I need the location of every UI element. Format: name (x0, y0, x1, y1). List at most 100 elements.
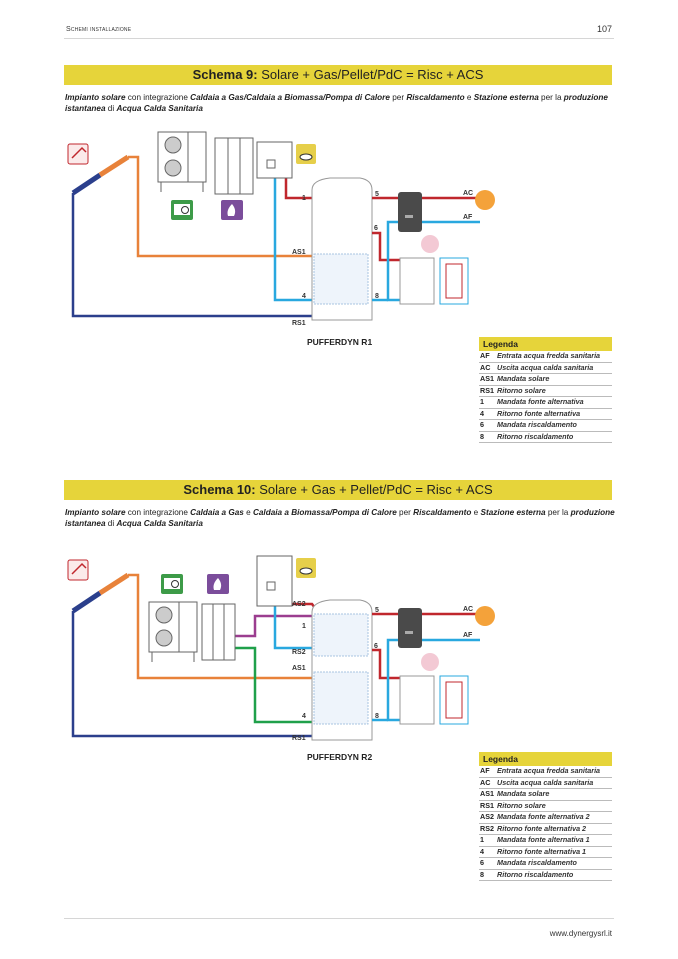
pipe-heating-flow (372, 231, 400, 262)
label-as1: AS1 (292, 249, 306, 256)
external-station (398, 608, 422, 648)
gas-boiler-unit (256, 141, 293, 179)
radiator-icon (421, 235, 439, 253)
description-text: per (396, 508, 414, 517)
schema-9-title-number: Schema 9: (192, 67, 258, 82)
pipe-cold-water (386, 220, 480, 302)
flame-icon (221, 200, 243, 220)
description-emphasis: produzione istantanea (65, 93, 608, 113)
legend-value: Ritorno riscaldamento (497, 869, 574, 879)
description-text: di (105, 519, 117, 528)
legend-value: Entrata acqua fredda sanitaria (497, 351, 601, 360)
label-4: 4 (302, 293, 306, 300)
shower-icon (475, 190, 495, 210)
heat-pump-icon (161, 574, 183, 594)
description-text: per la (545, 508, 571, 517)
label-5: 5 (375, 607, 379, 614)
schema-9-title: Schema 9: Solare + Gas/Pellet/PdC = Risc… (64, 65, 612, 85)
description-emphasis: Riscaldamento (413, 508, 472, 517)
pipe-biomass-flow (235, 614, 312, 638)
pipe-biomass-return (235, 646, 312, 724)
legend-value: Ritorno solare (497, 385, 546, 395)
biomass-boiler-unit (201, 603, 236, 661)
label-1: 1 (302, 195, 306, 202)
legend-value: Uscita acqua calda sanitaria (497, 362, 594, 372)
legend-key: AC (480, 777, 491, 787)
legend-value: Ritorno fonte alternativa 1 (497, 846, 587, 856)
description-emphasis: Impianto solare (65, 93, 126, 102)
schema-9-diagram: 1 5 6 AS1 4 8 RS1 AC AF (60, 130, 510, 330)
schema-10-title-text: Solare + Gas + Pellet/PdC = Risc + ACS (255, 482, 493, 497)
shower-icon (475, 606, 495, 626)
biomass-boiler-unit (214, 137, 254, 195)
description-emphasis: Acqua Calda Sanitaria (116, 104, 203, 113)
legend-key: 1 (480, 397, 484, 406)
pipe-solar-return (71, 193, 320, 318)
label-4: 4 (302, 713, 306, 720)
description-text: per (389, 93, 407, 102)
flame-icon (207, 574, 229, 594)
legend-key: 4 (480, 846, 484, 856)
label-rs2: RS2 (292, 649, 306, 656)
solar-icon (67, 143, 89, 165)
description-text: di (105, 104, 117, 113)
label-6: 6 (374, 225, 378, 232)
pipe-boiler-flow (284, 178, 312, 200)
solar-collector (71, 572, 130, 614)
buffer-tank (311, 599, 373, 741)
footer-website: www.dynergysrl.it (549, 929, 612, 938)
description-text: con integrazione (125, 508, 191, 517)
legend-value: Mandata riscaldamento (497, 858, 577, 867)
buffer-tank (311, 177, 373, 321)
label-1: 1 (302, 623, 306, 630)
page-number: 107 (596, 24, 612, 34)
header-divider (64, 38, 614, 39)
legend-title: Legenda (479, 337, 612, 351)
solar-collector (71, 154, 130, 196)
label-as1: AS1 (292, 665, 306, 672)
legend-key: AF (480, 766, 490, 775)
description-emphasis: Caldaia a Biomassa/Pompa di Calore (252, 508, 397, 517)
label-rs1: RS1 (292, 735, 306, 742)
schema-9-title-text: Solare + Gas/Pellet/PdC = Risc + ACS (257, 67, 484, 82)
gas-flame-icon (296, 558, 316, 578)
description-emphasis: Caldaia a Gas (190, 508, 244, 517)
pipe-cold-water (386, 638, 480, 722)
legend-value: Mandata fonte alternativa 1 (497, 835, 590, 844)
radiator-icon (421, 653, 439, 671)
legend-row: 8 Ritorno riscaldamento (479, 869, 612, 881)
schema-10-diagram: AS2 1 RS2 AS1 4 RS1 5 6 8 AC AF (60, 548, 510, 748)
label-8: 8 (375, 293, 379, 300)
pipe-solar-flow (128, 155, 318, 258)
schema-10-title-number: Schema 10: (183, 482, 256, 497)
legend-value: Ritorno riscaldamento (497, 431, 574, 441)
heat-pump-unit (157, 131, 207, 192)
label-ac: AC (463, 190, 473, 197)
running-header-section: Schemi installazione (66, 26, 132, 33)
description-emphasis: Impianto solare (65, 508, 126, 517)
radiator (399, 675, 435, 725)
legend-row: 4 Ritorno fonte alternativa 1 (479, 846, 612, 858)
label-5: 5 (375, 191, 379, 198)
description-emphasis: produzione istantanea (65, 508, 615, 528)
label-8: 8 (375, 713, 379, 720)
legend-key: AS2 (480, 812, 494, 821)
legend-key: 8 (480, 869, 484, 879)
legend-key: 6 (480, 420, 484, 429)
legend-value: Ritorno fonte alternativa (497, 408, 581, 418)
legend-value: Mandata solare (497, 789, 550, 798)
legend-value: Mandata solare (497, 374, 550, 383)
